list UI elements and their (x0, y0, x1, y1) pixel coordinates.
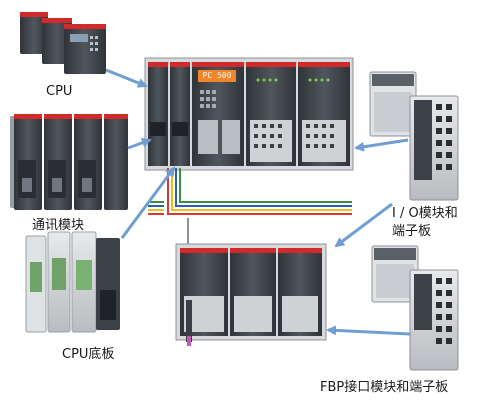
comm-modules-image (10, 114, 128, 210)
fbp-module-image (371, 245, 459, 371)
arrow-baseplate-to-rack (120, 166, 176, 239)
main-rack-image (144, 57, 354, 171)
io-module-image (369, 71, 459, 201)
arrow-comm-to-rack (127, 138, 152, 150)
label-fbp: FBP接口模块和端子板 (320, 380, 449, 395)
cpu-modules-image (20, 12, 106, 74)
label-io-line2: 端子板 (392, 224, 432, 239)
label-comm-module: 通讯模块 (32, 218, 85, 233)
cpu-display-text: PC 500 (202, 71, 232, 80)
label-cpu: CPU (46, 84, 73, 99)
label-cpu-baseplate: CPU底板 (62, 347, 115, 362)
arrow-cpu-to-rack (105, 68, 148, 88)
arrow-io-to-rack (354, 138, 409, 152)
arrow-fbp-to-lower-rack (326, 325, 411, 336)
lower-rack-image (175, 243, 327, 346)
connection-arrows (105, 68, 411, 336)
label-io-line1: I / O模块和 (392, 206, 458, 221)
bus-cables (148, 168, 352, 244)
cpu-baseplate-image (25, 231, 120, 333)
arrow-io-to-lower-rack (334, 202, 393, 248)
